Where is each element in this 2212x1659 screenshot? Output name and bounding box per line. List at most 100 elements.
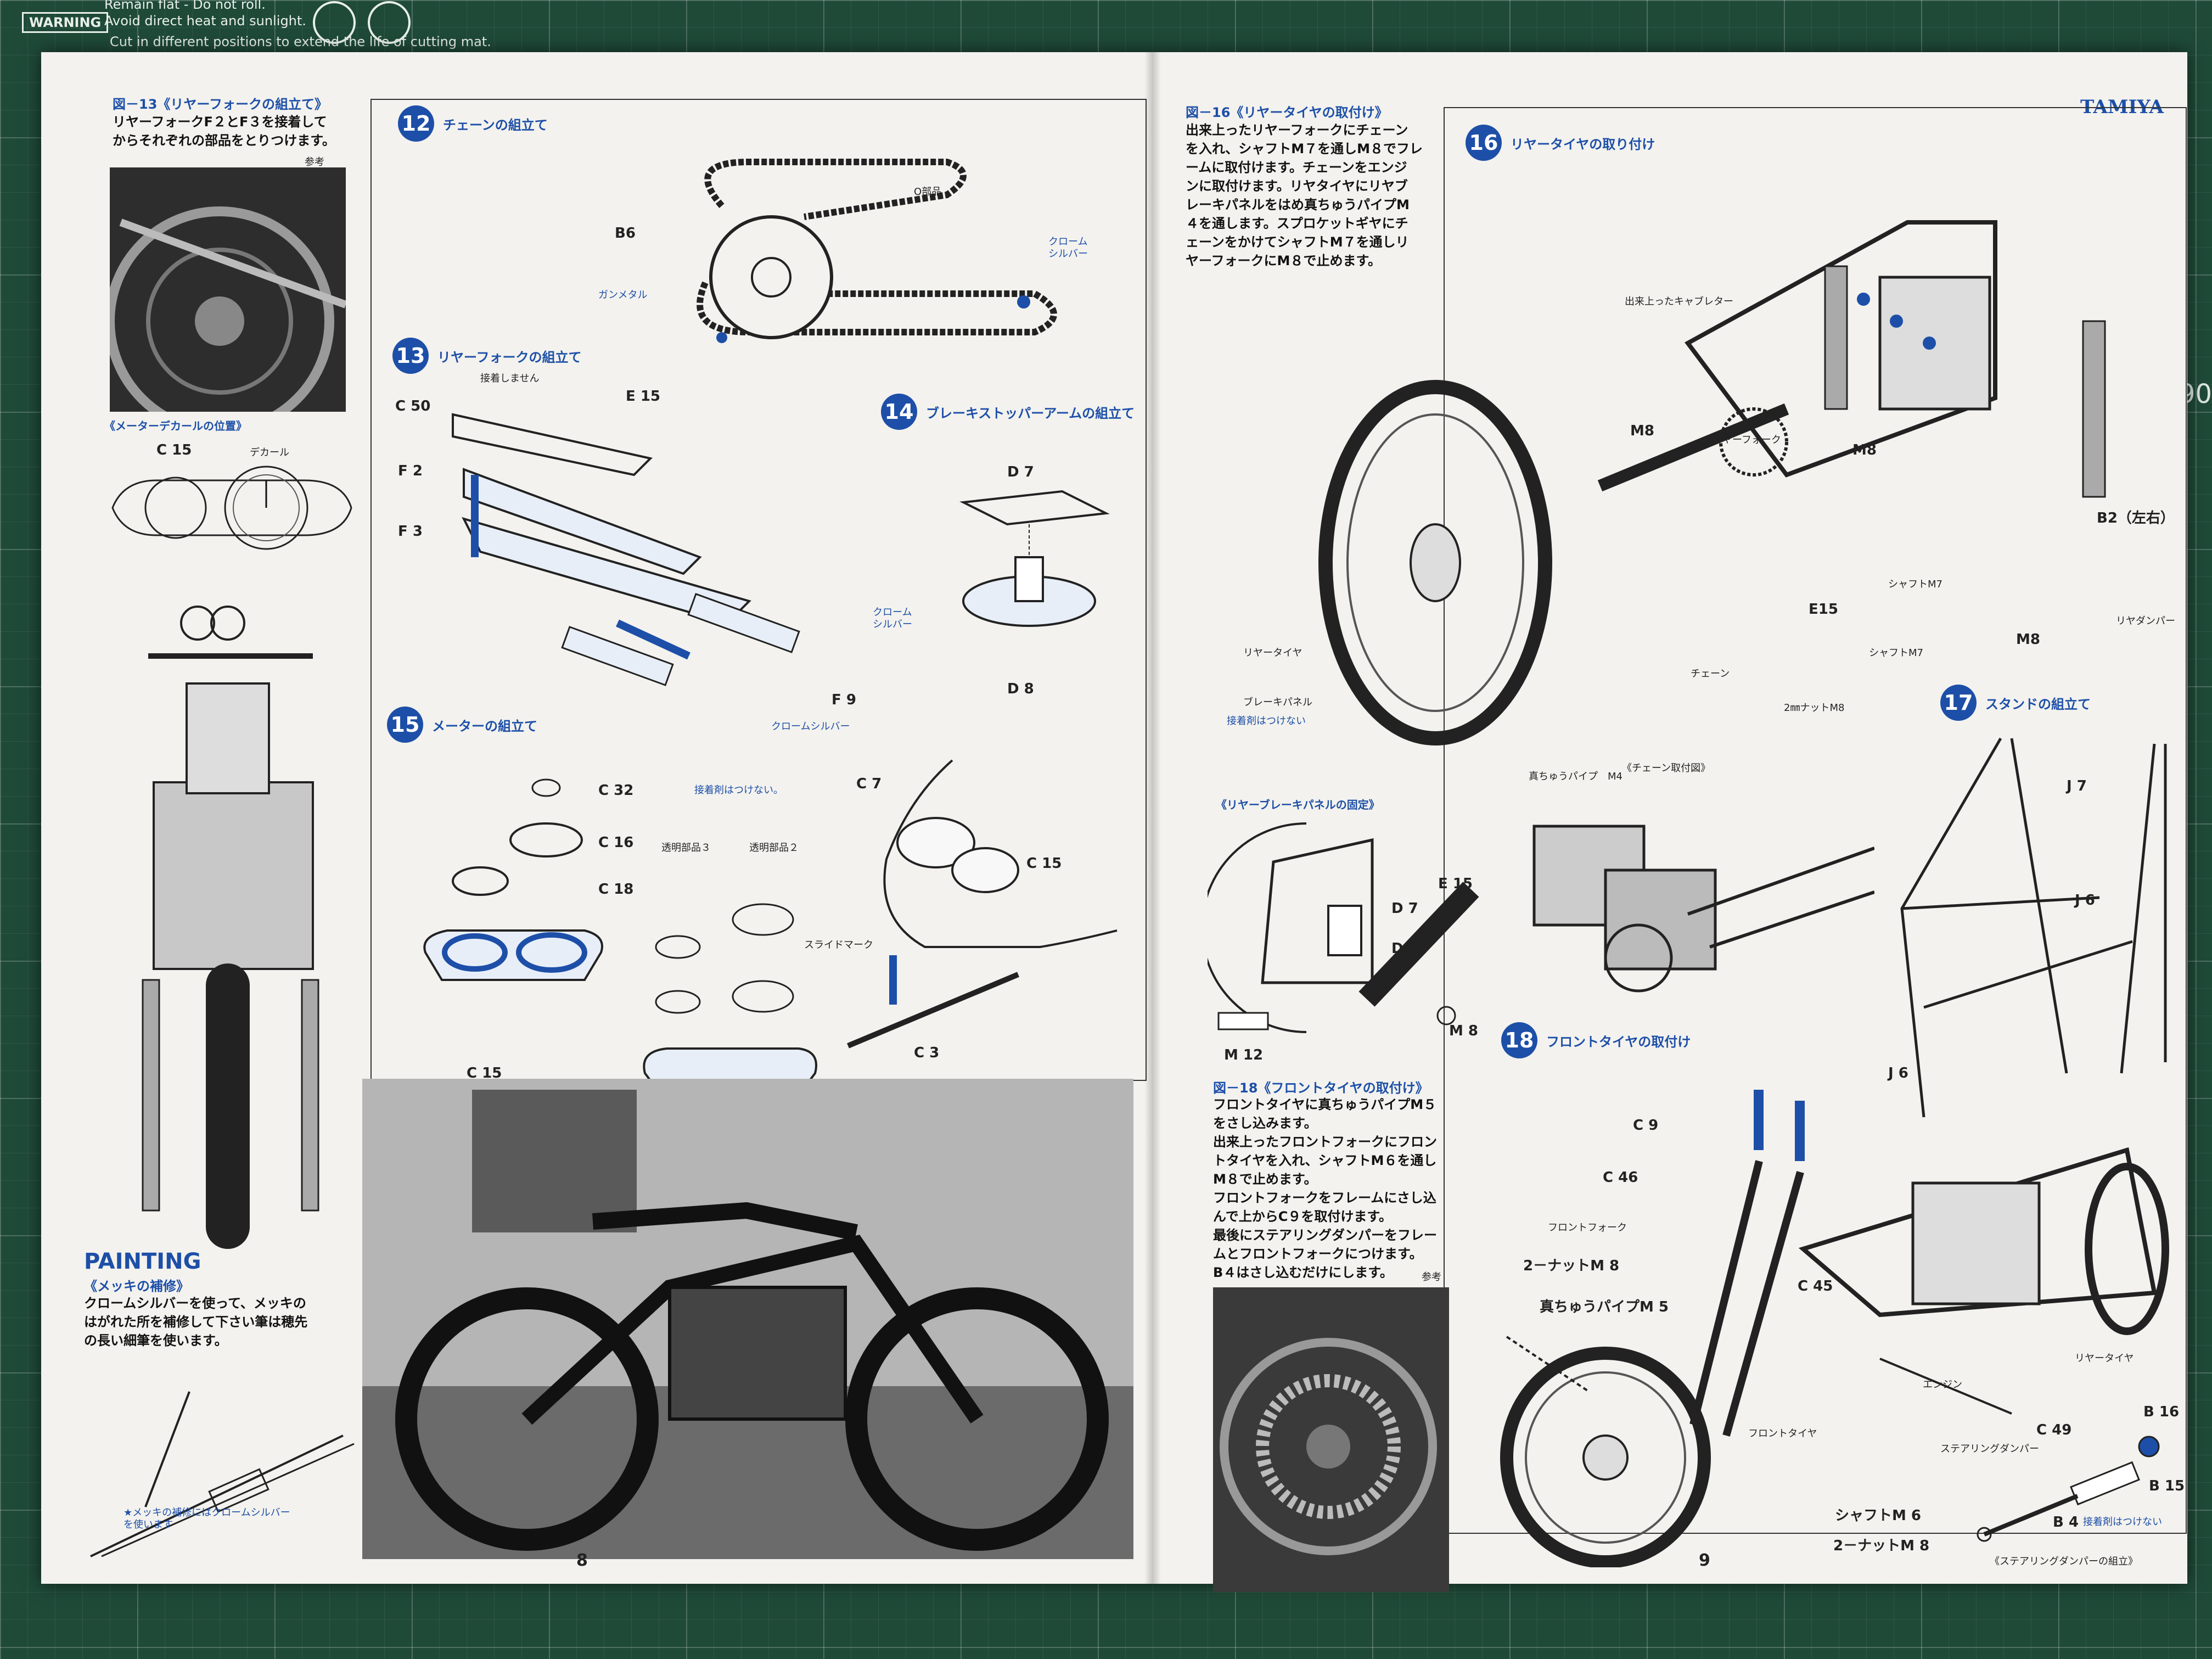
step15-label-no-glue: 接着剤はつけない。 — [694, 784, 783, 796]
sun-icon — [368, 1, 411, 44]
step16-label-shaft-m7b: シャフトM7 — [1869, 647, 1923, 659]
step18-label-shaft-m6: シャフトM 6 — [1835, 1507, 1922, 1524]
step-12-header: 12 チェーンの組立て — [398, 104, 548, 143]
rear-brake-panel-caption: 《リヤーブレーキパネルの固定》 — [1216, 798, 1380, 811]
step16-label-rear-damper: リヤダンパー — [2116, 615, 2175, 627]
instruction-booklet: 図－13《リヤーフォークの組立て》 リヤーフォークF２とF３を接着して からそれ… — [41, 52, 2187, 1592]
meter-cable-drawing — [847, 759, 1118, 1049]
step18-label-b15: B 15 — [2149, 1478, 2185, 1494]
step15-label-c15b: C 15 — [1026, 855, 1062, 872]
step-17-number: 17 — [1940, 685, 1977, 721]
step13-label-c50: C 50 — [395, 398, 431, 414]
step-17-header: 17 スタンドの組立て — [1940, 683, 2091, 722]
step17-label-j6: J 6 — [2075, 892, 2095, 909]
meter-assembly-drawing — [423, 778, 603, 981]
step16-label-shaft-m7: シャフトM7 — [1888, 579, 1942, 590]
step-15-number: 15 — [387, 707, 423, 743]
step17-label-j6b: J 6 — [1888, 1065, 1908, 1081]
brake-label-d7: D 7 — [1391, 900, 1418, 917]
step16-label-m8c: M8 — [2016, 631, 2040, 648]
step13-label-no-glue: 接着しません — [480, 373, 540, 384]
step18-label-c46: C 46 — [1603, 1169, 1638, 1186]
step16-label-rear-fork: リヤーフォーク — [1713, 434, 1781, 446]
painting-note: ★メッキの補修にはクロームシルバー を使います — [123, 1507, 290, 1531]
fig16-text: 出来上ったリヤーフォークにチェーン を入れ、シャフトM７を通しM８でフレ ームに… — [1186, 122, 1423, 268]
step-18-header: 18 フロントタイヤの取付け — [1501, 1021, 1691, 1060]
completed-motorcycle-photo — [362, 1079, 1133, 1559]
rear-sprocket-photo — [1213, 1287, 1449, 1592]
step16-label-m8b: M8 — [1852, 442, 1877, 458]
step13-label-f2: F 2 — [398, 463, 423, 479]
cutting-mat-warning: WARNING Remain flat - Do not roll. Avoid… — [16, 0, 510, 55]
heat-icon — [313, 1, 356, 44]
fig13-text: リヤーフォークF２とF３を接着して からそれぞれの部品をとりつけます。 — [113, 114, 335, 148]
step16-label-m8a: M8 — [1630, 423, 1654, 439]
step-15-header: 15 メーターの組立て — [387, 705, 537, 744]
step-14-number: 14 — [881, 394, 917, 430]
warning-line-2: Avoid direct heat and sunlight. — [104, 13, 306, 29]
clear-parts-drawing — [643, 903, 817, 1096]
step-16-header: 16 リヤータイヤの取り付け — [1466, 124, 1655, 162]
step16-label-b2: B2（左右） — [2097, 510, 2175, 526]
rear-fork-assembly-drawing — [452, 413, 800, 686]
step13-label-e15: E 15 — [626, 388, 660, 405]
step12-label-b6: B6 — [615, 225, 636, 242]
brush-touchup-drawing — [90, 1391, 355, 1557]
step-16-number: 16 — [1466, 125, 1502, 161]
step13-label-chrome-silver-2: クロームシルバー — [771, 721, 850, 732]
painting-text: クロームシルバーを使って、メッキの はがれた所を補修して下さい筆は穂先 の長い細… — [84, 1296, 308, 1348]
steps-16-18-frame — [1444, 107, 2187, 1534]
step16-label-brake-panel: ブレーキパネル — [1243, 697, 1312, 708]
step18-label-c45: C 45 — [1798, 1278, 1833, 1294]
step18-label-nut-m8: 2－ナットM 8 — [1523, 1258, 1620, 1274]
step15-label-c32: C 32 — [598, 782, 634, 799]
step18-label-nut-m8b: 2－ナットM 8 — [1833, 1538, 1930, 1554]
step14-label-d7: D 7 — [1007, 464, 1034, 480]
step-17-title: スタンドの組立て — [1985, 696, 2091, 712]
warning-line-3: Cut in different positions to extend the… — [110, 34, 491, 49]
step12-label-chrome-silver: クローム シルバー — [1048, 236, 1088, 260]
step16-label-no-glue: 接着剤はつけない — [1227, 715, 1306, 727]
steering-damper-drawing — [1977, 1436, 2160, 1542]
brake-label-m8: M 8 — [1449, 1023, 1479, 1039]
step16-label-chain: チェーン — [1691, 668, 1730, 680]
step18-label-b4: B 4 — [2053, 1514, 2079, 1531]
fig18-ref: 参考 — [1422, 1271, 1441, 1283]
brake-label-e15: E 15 — [1438, 876, 1473, 892]
step15-label-c3: C 3 — [914, 1045, 940, 1061]
step18-label-pipe-m5: 真ちゅうパイプM 5 — [1540, 1299, 1669, 1315]
step-16-title: リヤータイヤの取り付け — [1511, 136, 1655, 152]
step-13-header: 13 リヤーフォークの組立て — [392, 337, 582, 375]
brake-label-d8: D 8 — [1391, 940, 1418, 957]
step18-label-front-tire: フロントタイヤ — [1748, 1428, 1817, 1439]
step15-label-c7: C 7 — [856, 776, 882, 792]
step-13-title: リヤーフォークの組立て — [437, 349, 582, 365]
step18-label-rear-tire: リヤータイヤ — [2075, 1353, 2134, 1364]
step-14-title: ブレーキストッパーアームの組立て — [926, 405, 1135, 421]
step18-label-front-fork: フロントフォーク — [1548, 1222, 1627, 1234]
step16-label-chain-figure: 《チェーン取付図》 — [1622, 763, 1711, 774]
fig16-caption: 図－16《リヤータイヤの取付け》 — [1186, 105, 1388, 120]
step16-label-nut-m8: 2㎜ナットM8 — [1784, 702, 1845, 714]
brake-label-m12: M 12 — [1224, 1047, 1264, 1063]
step16-label-pipe-m4: 真ちゅうパイプ M4 — [1529, 771, 1622, 782]
step18-label-b4-note: 接着剤はつけない — [2083, 1516, 2162, 1528]
rear-brake-panel-drawing — [1208, 822, 1479, 1033]
step18-label-engine: エンジン — [1923, 1379, 1962, 1391]
step15-label-clear3: 透明部品３ — [661, 842, 711, 854]
rear-fork-photo — [110, 167, 346, 412]
warning-line-1: Remain flat - Do not roll. — [104, 0, 266, 12]
step15-label-slide-mark: スライドマーク — [804, 939, 873, 951]
step15-label-c16: C 16 — [598, 834, 634, 851]
step15-label-c18: C 18 — [598, 881, 634, 898]
step15-label-clear2: 透明部品２ — [749, 842, 799, 854]
step-15-title: メーターの組立て — [432, 718, 537, 734]
warning-badge: WARNING — [22, 12, 109, 33]
rear-tire-installation-drawing — [1318, 220, 2106, 746]
step18-label-steering-damper: ステアリングダンパー — [1940, 1443, 2039, 1455]
step-12-number: 12 — [398, 105, 434, 142]
step12-label-gunmetal: ガンメタル — [598, 289, 648, 301]
fig13-ref: 参考 — [305, 156, 324, 168]
stand-assembly-drawing — [1900, 737, 2167, 1118]
motorcycle-front-view-drawing — [142, 606, 319, 1249]
